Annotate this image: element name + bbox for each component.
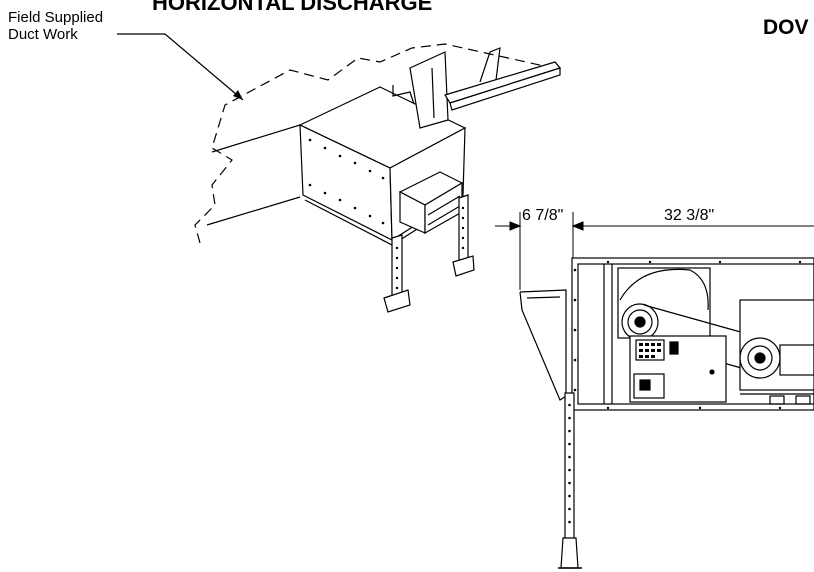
motor-body [779,344,814,376]
downflow-title-partial: DOV [763,16,809,39]
side-hood-lip [526,296,561,299]
leg-holes [395,206,465,290]
duct-lower-edge [206,196,301,226]
right-leg-foot [452,255,475,277]
callout-line-2: Duct Work [8,26,78,43]
side-leg-foot [560,537,579,569]
motor-pulley-hub [754,352,766,364]
control-contactor [633,373,665,399]
cabinet-inner [577,263,814,405]
control-terminal-block [635,339,665,361]
dimension-left-label: 6 7/8" [522,207,563,224]
base-foot-a [769,395,785,405]
control-switch [669,341,679,355]
front-leg-foot [383,289,411,313]
side-view-drawing [519,257,814,569]
dim-arrowhead-left [509,221,522,231]
callout-arrowhead [233,90,243,100]
blower-housing [619,268,709,311]
rear-panel-seam [431,67,435,119]
contactor-face [639,379,651,391]
side-leg-holes [568,403,571,524]
dim-arrowhead-mid [571,221,584,231]
rail-bracket [479,47,501,83]
duct-upper-edge [211,124,301,153]
support-rail-top [444,61,562,104]
dimension-lines [495,212,814,290]
blower-pulley-inner [627,309,653,335]
side-support-leg [564,392,575,541]
rear-rail-a [392,85,415,105]
terminal-dots [639,343,661,358]
duct-work-callout: Field Supplied Duct Work [8,9,244,101]
right-leg [458,194,469,269]
support-rail-bottom [449,67,561,111]
horizontal-unit-drawing [194,43,562,313]
louver-2 [427,205,461,226]
side-hood [519,289,567,401]
motor-pulley-inner [747,345,773,371]
dimension-right-label: 32 3/8" [664,207,714,224]
louver-1 [427,195,461,216]
rear-panel [409,51,449,129]
horizontal-discharge-title: HORIZONTAL DISCHARGE [152,0,432,15]
blower-pulley-hub [634,316,646,328]
callout-leader-line [117,33,244,101]
cabinet-rivets [573,260,802,410]
control-box-screw [709,369,715,375]
dashed-duct-outline [194,43,554,244]
callout-line-1: Field Supplied [8,9,103,26]
base-foot-b [795,395,811,405]
unit-rivets [308,138,385,225]
